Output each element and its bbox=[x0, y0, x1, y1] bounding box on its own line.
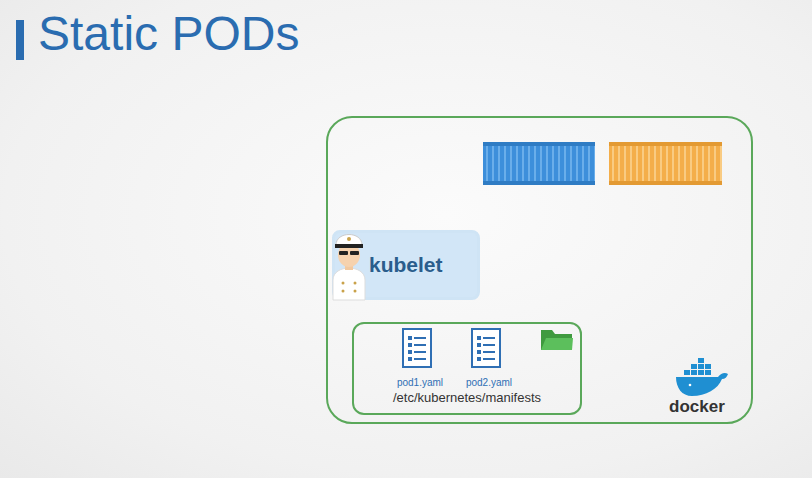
slide-title: Static PODs bbox=[38, 2, 299, 66]
container-blue bbox=[483, 142, 595, 185]
file-label: pod1.yaml bbox=[397, 377, 443, 388]
container-orange bbox=[609, 142, 722, 185]
file-icon bbox=[472, 329, 500, 367]
docker-whale bbox=[676, 358, 728, 396]
folder-icon bbox=[541, 330, 573, 350]
file-icon bbox=[403, 329, 431, 367]
node-box: docker kubelet/etc/kubernetes/manifests po… bbox=[326, 116, 753, 424]
node-text: kubelet bbox=[369, 252, 443, 277]
node-text: /etc/kubernetes/manifests bbox=[393, 390, 541, 406]
title-bar bbox=[16, 20, 24, 60]
folder-box: /etc/kubernetes/manifests pod1.yaml pod2.y… bbox=[352, 322, 582, 415]
node-text: docker bbox=[669, 397, 725, 417]
file-label: pod2.yaml bbox=[466, 377, 512, 388]
kubelet-box: kubelet bbox=[332, 230, 480, 300]
